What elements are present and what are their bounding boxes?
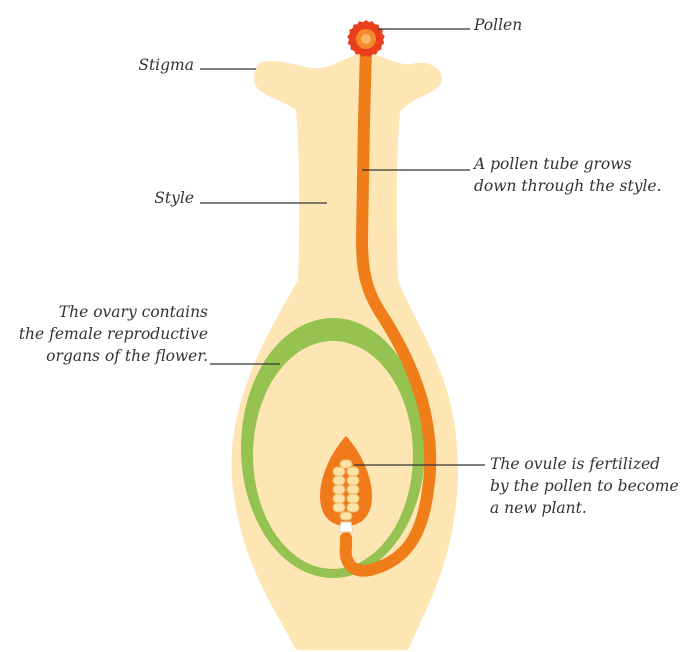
- label-pollen-tube-line-2: down through the style.: [474, 175, 662, 197]
- label-pollen: Pollen: [474, 14, 522, 36]
- label-ovary-line-2: the female reproductive: [19, 323, 208, 345]
- micropyle: [339, 522, 353, 532]
- pollen-center: [361, 34, 371, 44]
- label-ovary: The ovary contains the female reproducti…: [19, 301, 208, 367]
- label-ovule-line-3: a new plant.: [490, 497, 679, 519]
- label-stigma: Stigma: [138, 54, 194, 76]
- label-pollen-tube: A pollen tube grows down through the sty…: [474, 153, 662, 197]
- label-ovule: The ovule is fertilized by the pollen to…: [490, 453, 679, 519]
- label-style: Style: [154, 187, 194, 209]
- label-ovary-line-3: organs of the flower.: [19, 345, 208, 367]
- label-pollen-tube-line-1: A pollen tube grows: [474, 153, 662, 175]
- label-ovule-line-1: The ovule is fertilized: [490, 453, 679, 475]
- label-ovule-line-2: by the pollen to become: [490, 475, 679, 497]
- label-ovary-line-1: The ovary contains: [19, 301, 208, 323]
